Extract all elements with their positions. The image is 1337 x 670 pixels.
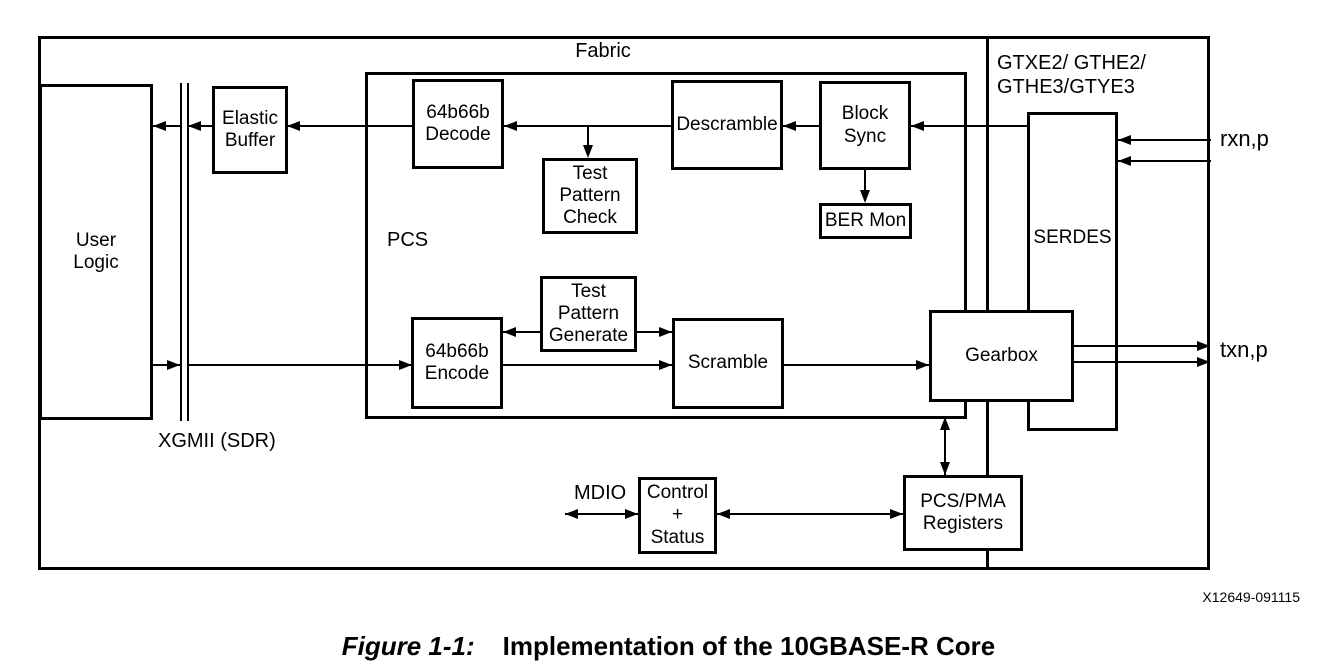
wire <box>783 125 819 127</box>
arrowhead <box>625 509 638 519</box>
wire <box>1118 139 1211 141</box>
block-serdes-label: SERDES <box>1033 227 1112 248</box>
arrowhead <box>153 121 166 131</box>
arrowhead <box>860 190 870 203</box>
tx-port-label-text: txn,p <box>1220 337 1268 362</box>
block-user-logic: User Logic <box>39 84 153 420</box>
wire <box>1118 160 1211 162</box>
block-descramble-label: Descramble <box>676 113 778 135</box>
block-scramble-label: Scramble <box>687 352 769 374</box>
block-descramble: Descramble <box>671 80 783 170</box>
arrowhead <box>287 121 300 131</box>
block-gearbox-label: Gearbox <box>965 344 1038 366</box>
block-64b66b-decode: 64b66b Decode <box>412 79 504 169</box>
fabric-gt-boundary-line <box>986 36 989 570</box>
gt-transceiver-label-text: GTXE2/ GTHE2/ GTHE3/GTYE3 <box>997 52 1146 98</box>
block-64b66b-encode-label: 64b66b Encode <box>424 340 490 384</box>
block-test-pattern-check: Test Pattern Check <box>542 158 638 234</box>
gt-transceiver-label: GTXE2/ GTHE2/ GTHE3/GTYE3 <box>997 52 1146 99</box>
block-ber-mon-label: BER Mon <box>824 209 907 231</box>
arrowhead <box>565 509 578 519</box>
block-ber-mon: BER Mon <box>819 203 912 239</box>
part-number: X12649-091115 <box>1148 589 1300 605</box>
arrowhead <box>503 327 516 337</box>
wire <box>587 126 589 148</box>
rx-port-label-text: rxn,p <box>1220 126 1269 151</box>
block-user-logic-label: User Logic <box>73 229 119 273</box>
pcs-label-text: PCS <box>387 229 429 251</box>
block-elastic-buffer: Elastic Buffer <box>212 86 288 174</box>
arrowhead <box>504 121 517 131</box>
arrowhead <box>659 360 672 370</box>
block-control-status-label: Control + Status <box>646 482 709 548</box>
wire <box>637 331 672 333</box>
block-test-pattern-generate: Test Pattern Generate <box>540 276 637 352</box>
wire <box>864 170 866 192</box>
fabric-label-text: Fabric <box>575 40 631 62</box>
arrowhead <box>1197 357 1210 367</box>
figure-caption-title: Implementation of the 10GBASE-R Core <box>502 631 996 661</box>
wire <box>287 125 412 127</box>
arrowhead <box>1118 156 1131 166</box>
wire <box>1074 361 1210 363</box>
arrowhead <box>188 121 201 131</box>
block-block-sync: Block Sync <box>819 81 911 170</box>
wire <box>1074 345 1210 347</box>
block-block-sync-label: Block Sync <box>841 103 889 147</box>
block-gearbox: Gearbox <box>929 310 1074 402</box>
mdio-label: MDIO <box>574 482 626 506</box>
pcs-label: PCS <box>387 229 428 253</box>
wire <box>153 364 180 366</box>
wire <box>503 331 540 333</box>
block-pcs-pma-registers: PCS/PMA Registers <box>903 475 1023 551</box>
mdio-label-text: MDIO <box>574 482 627 504</box>
rx-port-label: rxn,p <box>1220 126 1269 152</box>
figure-caption: Figure 1-1: Implementation of the 10GBASE… <box>0 631 1337 662</box>
wire <box>784 364 929 366</box>
figure-caption-number: Figure 1-1: <box>341 631 475 661</box>
block-control-status: Control + Status <box>638 477 717 554</box>
wire <box>717 513 903 515</box>
arrowhead <box>940 417 950 430</box>
arrowhead <box>890 509 903 519</box>
arrowhead <box>940 462 950 475</box>
arrowhead <box>916 360 929 370</box>
arrowhead <box>167 360 180 370</box>
arrowhead <box>659 327 672 337</box>
wire <box>944 417 946 475</box>
wire <box>503 364 672 366</box>
arrowhead <box>583 145 593 158</box>
block-64b66b-decode-label: 64b66b Decode <box>425 101 491 145</box>
pcs-box <box>365 72 967 419</box>
arrowhead <box>717 509 730 519</box>
xgmii-interface-lines <box>180 83 189 421</box>
block-test-pattern-generate-label: Test Pattern Generate <box>548 280 629 347</box>
xgmii-label-text: XGMII (SDR) <box>158 430 276 452</box>
wire <box>153 125 180 127</box>
block-scramble: Scramble <box>672 318 784 409</box>
block-elastic-buffer-label: Elastic Buffer <box>222 107 278 151</box>
arrowhead <box>1118 135 1131 145</box>
block-pcs-pma-registers-label: PCS/PMA Registers <box>920 490 1006 534</box>
arrowhead <box>1197 341 1210 351</box>
arrowhead <box>783 121 796 131</box>
wire <box>188 364 412 366</box>
wire <box>911 125 1027 127</box>
block-test-pattern-check-label: Test Pattern Check <box>559 162 621 229</box>
fabric-label: Fabric <box>538 40 668 64</box>
wire <box>565 513 638 515</box>
arrowhead <box>911 121 924 131</box>
tx-port-label: txn,p <box>1220 337 1268 363</box>
arrowhead <box>399 360 412 370</box>
xgmii-label: XGMII (SDR) <box>158 430 276 454</box>
block-64b66b-encode: 64b66b Encode <box>411 317 503 409</box>
part-number-text: X12649-091115 <box>1202 589 1300 605</box>
